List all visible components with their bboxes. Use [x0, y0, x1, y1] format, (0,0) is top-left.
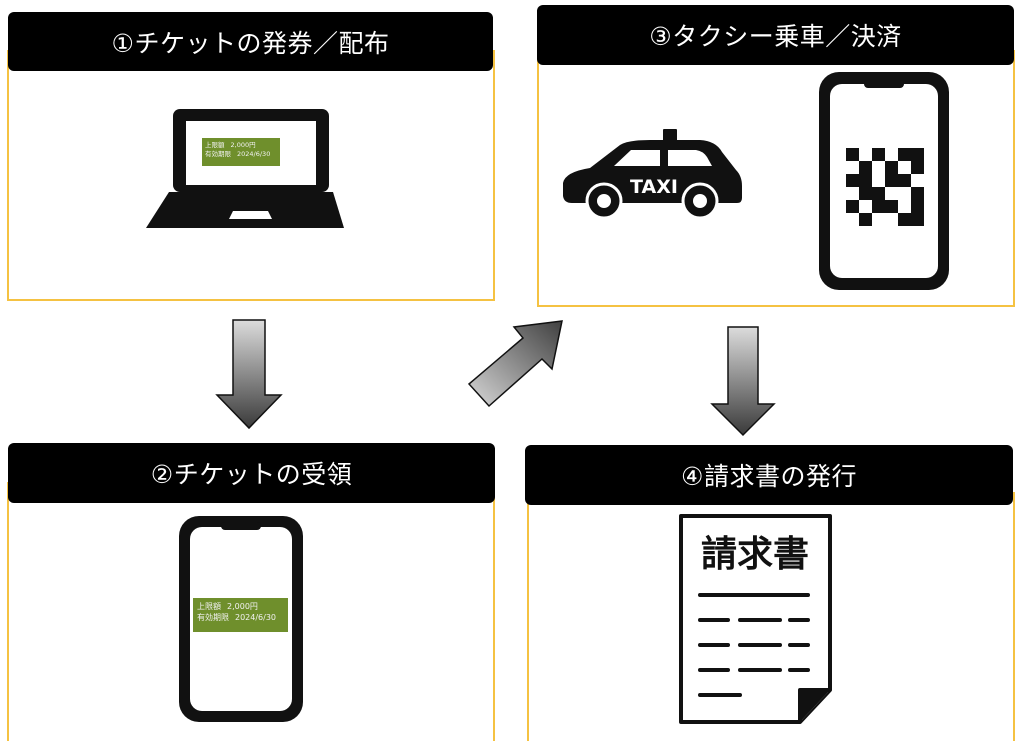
ticket-limit-value: 2,000円 [230, 141, 256, 149]
invoice-title: 請求書 [701, 534, 809, 575]
taxi-sign-label: TAXI [630, 176, 678, 198]
arrow-down-2-icon [710, 326, 776, 437]
ticket-card-phone: 上限額 2,000円 有効期限 2024/6/30 [193, 598, 288, 632]
qr-code-icon [846, 148, 924, 226]
arrow-down-1-icon [215, 319, 283, 430]
invoice-document-icon [679, 514, 832, 724]
ticket-expiry-value: 2024/6/30 [235, 612, 277, 622]
step3-title: ③タクシー乗車／決済 [537, 5, 1014, 65]
ticket-limit-label: 上限額 [205, 141, 225, 149]
step4-title: ④請求書の発行 [525, 445, 1013, 505]
ticket-card-laptop: 上限額 2,000円 有効期限 2024/6/30 [202, 138, 280, 166]
laptop-icon [146, 109, 344, 228]
ticket-expiry-label: 有効期限 [205, 149, 231, 158]
ticket-expiry-value: 2024/6/30 [237, 149, 271, 158]
taxi-icon [563, 129, 742, 220]
step2-title: ②チケットの受領 [8, 443, 495, 503]
step1-title: ①チケットの発券／配布 [8, 12, 493, 71]
ticket-expiry-label: 有効期限 [197, 612, 229, 622]
arrow-diagonal-icon [467, 320, 563, 408]
ticket-limit-label: 上限額 [197, 602, 221, 611]
ticket-limit-value: 2,000円 [227, 602, 258, 611]
